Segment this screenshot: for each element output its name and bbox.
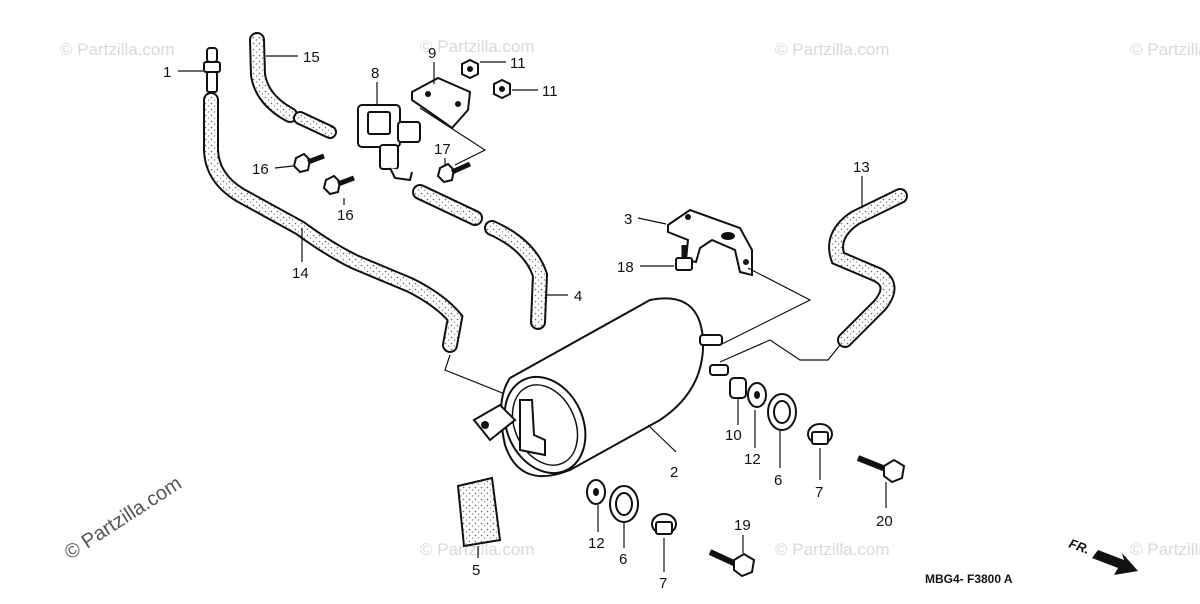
callout-4: 4 (574, 288, 582, 305)
callout-13: 13 (853, 159, 870, 176)
part-9-bracket (411, 62, 487, 166)
part-12-washer-lower (586, 479, 606, 532)
part-18-bolt (640, 245, 693, 271)
callout-11-upper: 11 (510, 55, 526, 72)
part-5-filter (456, 476, 502, 558)
callout-16-left: 16 (252, 161, 269, 178)
callout-6-upper: 6 (774, 472, 782, 489)
callout-5: 5 (472, 562, 480, 579)
watermark-top-center: © Partzilla.com (420, 37, 535, 56)
part-2-canister (472, 297, 729, 478)
callout-7-upper: 7 (815, 484, 823, 501)
part-1-fitting (178, 47, 221, 93)
watermark-top-left: © Partzilla.com (60, 40, 175, 59)
callout-labels: 1 15 9 11 11 8 16 16 17 13 3 18 14 4 10 … (163, 45, 893, 592)
part-4-hose (412, 184, 568, 330)
part-6-grommet-upper (767, 393, 797, 468)
part-7-collar-lower (651, 513, 677, 572)
callout-18: 18 (617, 259, 634, 276)
callout-7-lower: 7 (659, 575, 667, 592)
callout-16-lower: 16 (337, 207, 354, 224)
part-8-solenoid-valve (357, 82, 421, 182)
watermark-diagonal: © Partzilla.com (61, 472, 186, 564)
callout-20: 20 (876, 513, 893, 530)
part-20-bolt (856, 455, 906, 508)
drawing-code: MBG4- F3800 A (925, 572, 1013, 586)
callout-15: 15 (303, 49, 320, 66)
watermark-bottom-right: © Partzilla.com (775, 540, 890, 559)
front-direction-indicator: FR. (1067, 536, 1138, 575)
callout-12-upper: 12 (744, 451, 761, 468)
callout-8: 8 (371, 65, 379, 82)
watermark-top-far-right: © Partzilla.com (1130, 40, 1200, 59)
part-7-collar-upper (807, 423, 833, 480)
callout-11-lower: 11 (542, 83, 558, 100)
front-label: FR. (1067, 536, 1092, 557)
part-19-bolt (708, 535, 756, 578)
callout-2: 2 (670, 464, 678, 481)
callout-6-lower: 6 (619, 551, 627, 568)
part-16-bolts (274, 152, 355, 205)
callout-10: 10 (725, 427, 742, 444)
part-11-nuts (461, 58, 538, 100)
part-10-collar (729, 377, 747, 425)
watermark-top-right: © Partzilla.com (775, 40, 890, 59)
callout-3: 3 (624, 211, 632, 228)
callout-12-lower: 12 (588, 535, 605, 552)
callout-17: 17 (434, 141, 451, 158)
watermark-bottom-center: © Partzilla.com (420, 540, 535, 559)
watermarks: © Partzilla.com © Partzilla.com © Partzi… (60, 37, 1200, 564)
front-arrow-icon (1092, 550, 1138, 575)
part-14-long-hose (203, 92, 521, 401)
callout-14: 14 (292, 265, 309, 282)
callout-1: 1 (163, 64, 171, 81)
callout-19: 19 (734, 517, 751, 534)
part-13-hose (719, 176, 908, 363)
part-12-washer-upper (747, 382, 767, 448)
watermark-bottom-far-right: © Partzilla.com (1130, 540, 1200, 559)
part-15-hose (249, 32, 337, 139)
part-17-bolt (436, 158, 472, 184)
callout-9: 9 (428, 45, 436, 62)
part-6-grommet-lower (609, 485, 639, 548)
